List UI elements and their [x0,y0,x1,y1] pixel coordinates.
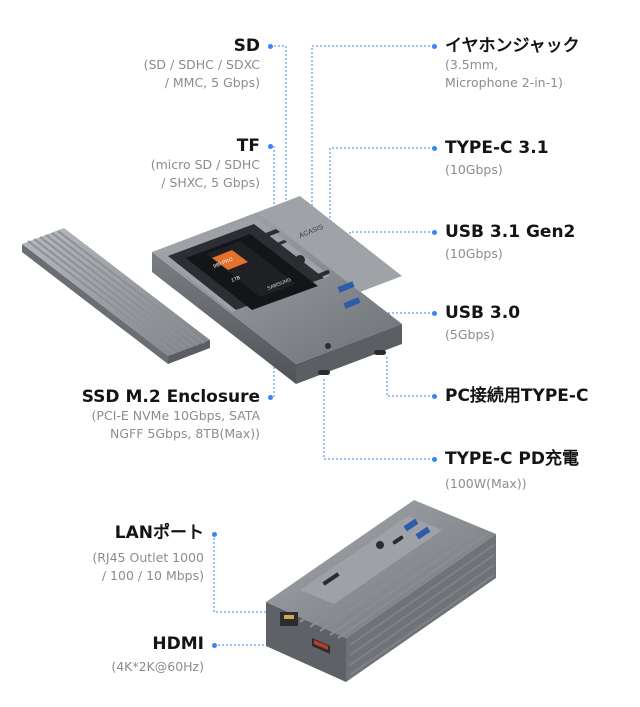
hdmi-sub-1: (4K*2K@60Hz) [111,659,204,674]
pc-dot [432,394,437,399]
usb31-sub: (10Gbps) [445,246,503,261]
lan-title: LANポート [114,523,204,543]
earphone-callout: イヤホンジャック (3.5mm, Microphone 2-in-1) [445,36,580,92]
pc-title: PC接続用TYPE-C [445,386,589,406]
heatsink-lid [22,228,210,364]
earphone-sub-1: (3.5mm, [445,57,499,72]
tf-title: TF [236,136,260,156]
typec31-sub: (10Gbps) [445,162,503,177]
usb30-sub: (5Gbps) [445,327,495,342]
usb31-title: USB 3.1 Gen2 [445,222,576,242]
pd-line [323,378,434,460]
sd-dot [268,44,273,49]
tf-dot [268,144,273,149]
ssd-sub-1: (PCI-E NVMe 10Gbps, SATA [91,408,260,423]
typec31-callout: TYPE-C 3.1 (10Gbps) [445,138,549,179]
pd-dot [432,457,437,462]
sd-line [270,45,287,250]
usb31-line [349,231,434,285]
ssd-title: SSD M.2 Enclosure [81,387,260,407]
pc-callout: PC接続用TYPE-C [445,386,588,406]
ssd-dot [268,395,273,400]
pd-sub: (100W(Max)) [445,476,527,491]
pd-title: TYPE-C PD充電 [445,449,579,469]
earphone-line [311,45,434,258]
earphone-sub-2: Microphone 2-in-1) [445,75,563,90]
typec31-title: TYPE-C 3.1 [445,138,549,158]
usb31-dot [432,230,437,235]
lan-sub-1: (RJ45 Outlet 1000 [92,550,204,565]
lan-line [213,534,282,613]
sd-sub-2: / MMC, 5 Gbps) [164,75,260,90]
lan-callout: LANポート (RJ45 Outlet 1000 / 100 / 10 Mbps… [92,523,204,585]
earphone-title: イヤホンジャック [445,36,580,56]
usb30-title: USB 3.0 [445,303,521,323]
enclosure-body [152,196,402,384]
tf-callout: TF (micro SD / SDHC / SHXC, 5 Gbps) [151,136,260,192]
hdmi-title: HDMI [152,634,204,654]
hdmi-callout: HDMI (4K*2K@60Hz) [111,634,204,676]
pd-callout: TYPE-C PD充電 (100W(Max)) [445,449,579,493]
earphone-dot [432,44,437,49]
pc-line [386,357,434,397]
lan-sub-2: / 100 / 10 Mbps) [101,568,204,583]
usb30-dot [432,311,437,316]
hub-closed-image [266,500,496,682]
tf-sub-1: (micro SD / SDHC [150,157,260,172]
sd-title: SD [233,36,260,56]
ssd-sub-2: NGFF 5Gbps, 8TB(Max)) [110,426,260,441]
ssd-callout: SSD M.2 Enclosure (PCI-E NVMe 10Gbps, SA… [82,387,260,443]
usb30-callout: USB 3.0 (5Gbps) [445,303,520,344]
lan-dot [212,532,217,537]
tf-sub-2: / SHXC, 5 Gbps) [161,175,260,190]
ssd-capacity-text: 1TB [231,275,242,284]
sd-callout: SD (SD / SDHC / SDXC / MMC, 5 Gbps) [144,36,260,92]
sd-sub-1: (SD / SDHC / SDXC [143,57,260,72]
typec31-dot [432,146,437,151]
hdmi-dot [212,643,217,648]
usb31-callout: USB 3.1 Gen2 (10Gbps) [445,222,575,263]
